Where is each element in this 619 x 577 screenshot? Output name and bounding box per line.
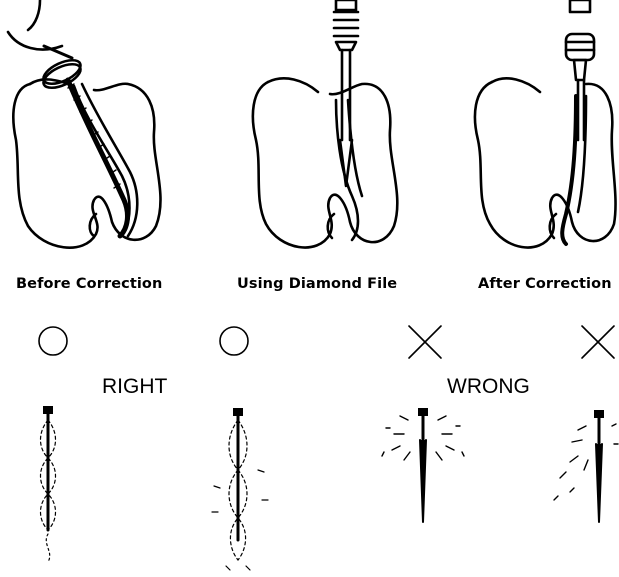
caption-using-diamond-file: Using Diamond File <box>237 276 397 292</box>
right-mark-circle-1 <box>39 327 67 355</box>
wrong-label: WRONG <box>447 375 530 399</box>
caption-after-correction: After Correction <box>478 276 612 292</box>
file-right-1 <box>41 406 56 562</box>
caption-before-correction: Before Correction <box>16 276 162 292</box>
tooth-using-diamond-file <box>253 0 397 247</box>
right-label: RIGHT <box>102 375 167 399</box>
wrong-mark-cross-2 <box>582 326 614 358</box>
tooth-before-correction <box>8 0 161 248</box>
file-wrong-1 <box>382 408 464 522</box>
right-mark-circle-2 <box>220 327 248 355</box>
file-wrong-2 <box>554 410 618 522</box>
tooth-after-correction <box>475 0 616 247</box>
file-right-2 <box>212 408 268 570</box>
wrong-mark-cross-1 <box>409 326 441 358</box>
